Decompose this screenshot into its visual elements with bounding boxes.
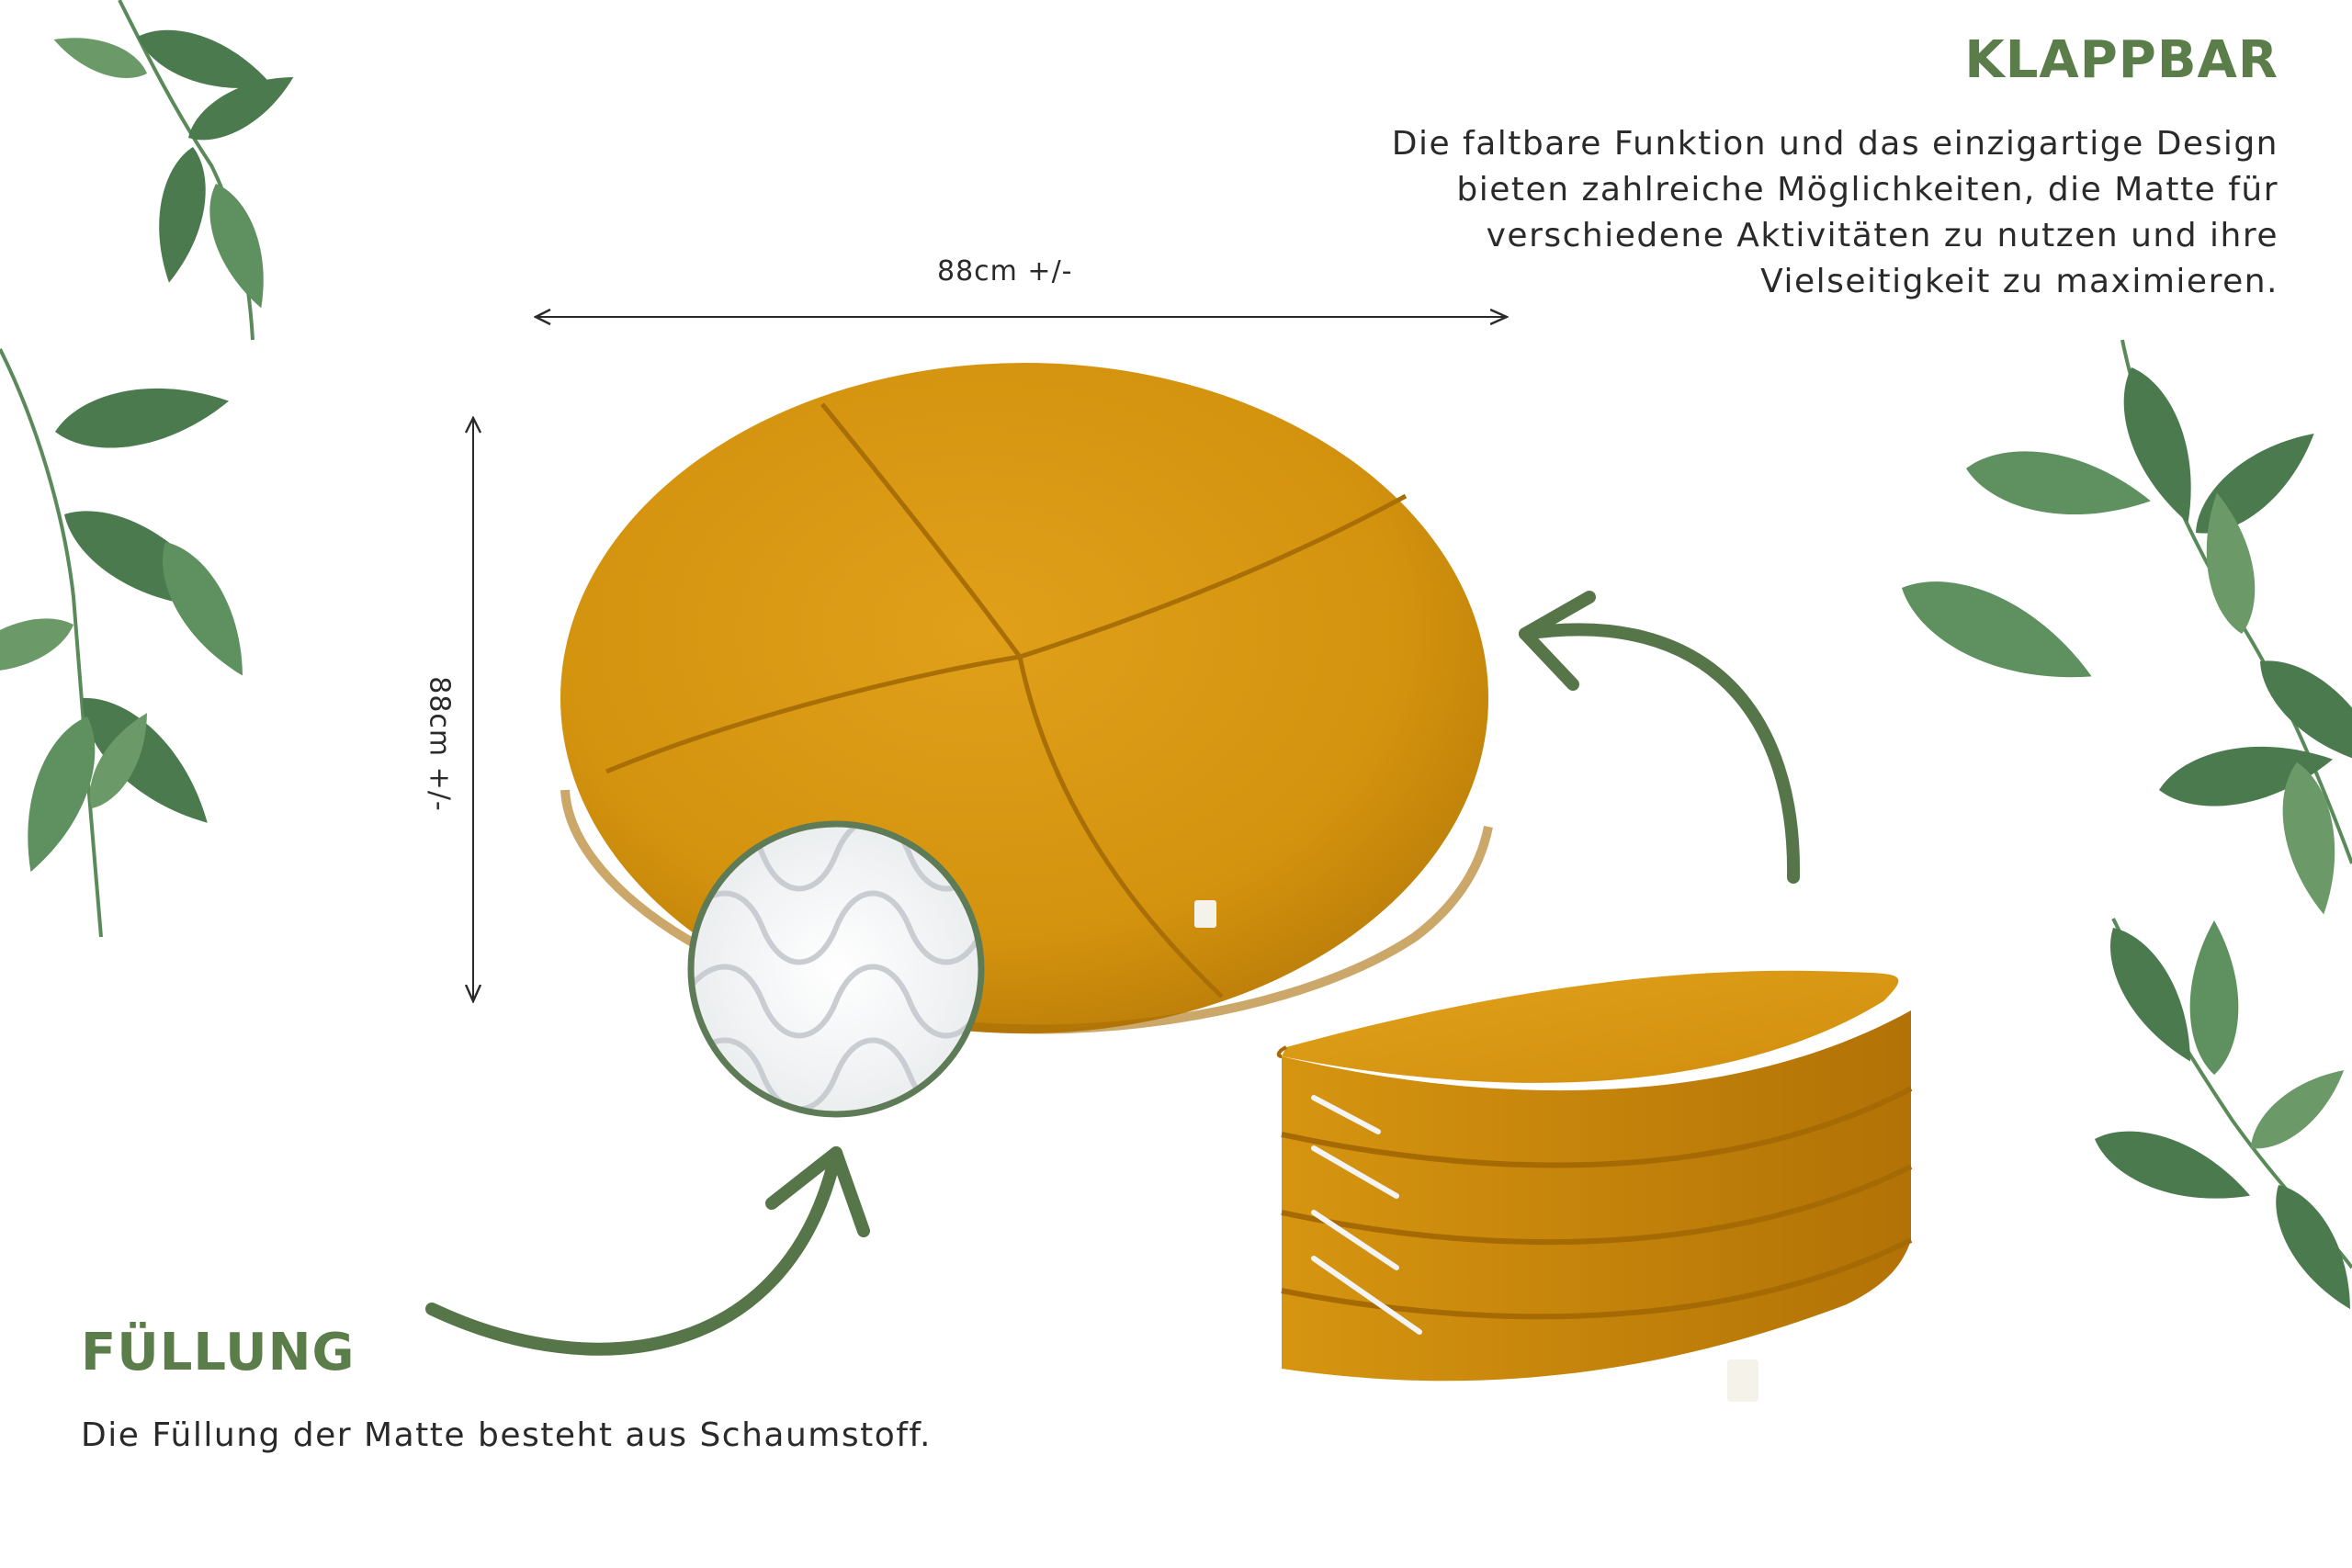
curved-arrow-to-foam xyxy=(425,1146,870,1356)
leaf-branch-top-right xyxy=(1887,339,2352,919)
klappbar-description: Die faltbare Funktion und das einzigarti… xyxy=(1391,125,2278,300)
mat-seam-vertical xyxy=(820,402,1224,998)
leaf-branch-bottom-right xyxy=(2086,915,2352,1321)
fuellung-heading: FÜLLUNG xyxy=(81,1323,356,1382)
curved-arrow-to-mat xyxy=(1519,591,1801,884)
foam-filling-closeup xyxy=(687,820,985,1118)
mat-tag xyxy=(1194,900,1216,928)
folded-mat-stack xyxy=(1276,970,1913,1402)
zipper-lines xyxy=(1311,1095,1422,1335)
width-dimension-label: 88cm +/- xyxy=(937,255,1073,288)
leaf-branch-mid-left xyxy=(0,348,264,938)
stack-tag xyxy=(1727,1359,1758,1402)
leaf-branch-top-left xyxy=(48,0,303,341)
mat-seam-horizontal xyxy=(605,493,1408,774)
klappbar-heading: KLAPPBAR xyxy=(1964,30,2278,90)
fuellung-description: Die Füllung der Matte besteht aus Schaum… xyxy=(81,1416,932,1454)
height-dimension-label: 88cm +/- xyxy=(423,676,456,812)
